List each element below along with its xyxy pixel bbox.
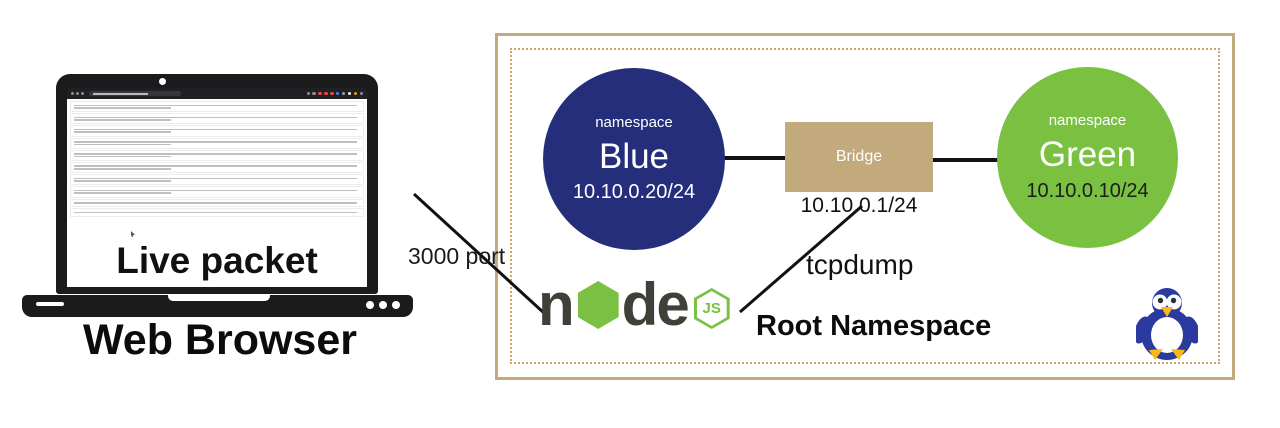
nodejs-js-badge-icon: JS: [693, 288, 730, 329]
laptop-lid: Live packet: [56, 74, 378, 294]
packet-row: [70, 198, 364, 208]
base-dash-detail: [36, 302, 64, 306]
cursor-icon: [131, 231, 135, 237]
toolbar-icon: [359, 91, 363, 96]
tcpdump-label: tcpdump: [806, 249, 914, 280]
packet-row: [70, 186, 364, 198]
refresh-icon: [81, 92, 84, 95]
laptop-base: [22, 295, 413, 317]
port-3000-label: 3000 port: [408, 243, 506, 269]
namespace-kind-label: namespace: [1048, 112, 1127, 130]
namespace-kind-label: namespace: [595, 113, 673, 131]
namespace-blue-name: Blue: [598, 136, 670, 176]
bridge-ip-label: 10.10.0.1/24: [800, 194, 918, 217]
packet-row: [70, 161, 364, 174]
toolbar-icon: [330, 91, 334, 96]
bridge-label: Bridge: [835, 148, 883, 165]
web-browser-label: Web Browser: [83, 316, 357, 364]
namespace-green-ip: 10.10.0.10/24: [1026, 179, 1149, 202]
toolbar-icon: [336, 91, 340, 96]
webcam-icon: [159, 78, 166, 85]
bridge-box: Bridge: [785, 122, 933, 192]
nodejs-letter-e: e: [656, 271, 689, 339]
toolbar-icon: [312, 91, 316, 96]
toolbar-icon: [353, 91, 358, 96]
laptop-screen: Live packet: [67, 88, 367, 287]
namespace-green-circle: namespace Green 10.10.0.10/24: [997, 67, 1178, 248]
toolbar-icon: [318, 91, 322, 96]
namespace-blue-ip: 10.10.0.20/24: [572, 181, 696, 204]
packet-row: [70, 137, 364, 149]
back-icon: [71, 92, 74, 95]
live-packet-caption: Live packet: [116, 240, 318, 281]
nodejs-letter-n: n: [538, 271, 575, 339]
penguin-tux-icon: [1136, 288, 1198, 360]
packet-row: [70, 125, 364, 137]
root-namespace-label: Root Namespace: [756, 310, 992, 342]
trackpad-notch: [168, 295, 270, 301]
namespace-green-name: Green: [1038, 135, 1137, 175]
packet-row: [70, 101, 364, 113]
packet-row: [70, 113, 364, 125]
nodejs-hexagon-icon: [577, 281, 619, 329]
packet-row: [70, 149, 364, 161]
browser-toolbar-icons: [306, 91, 363, 96]
browser-toolbar: [67, 88, 367, 99]
namespace-blue-circle: namespace Blue 10.10.0.20/24: [543, 68, 725, 250]
packet-list: [67, 99, 367, 217]
toolbar-icon: [341, 91, 346, 96]
packet-row: [70, 174, 364, 186]
toolbar-icon: [306, 91, 310, 96]
nodejs-letter-d: d: [621, 271, 659, 339]
packet-row: [70, 208, 364, 217]
nodejs-logo: n d e JS: [538, 271, 730, 339]
address-bar: [89, 91, 181, 96]
toolbar-icon: [324, 91, 328, 96]
toolbar-icon: [347, 91, 352, 96]
forward-icon: [76, 92, 79, 95]
base-dots-detail: [366, 301, 400, 309]
